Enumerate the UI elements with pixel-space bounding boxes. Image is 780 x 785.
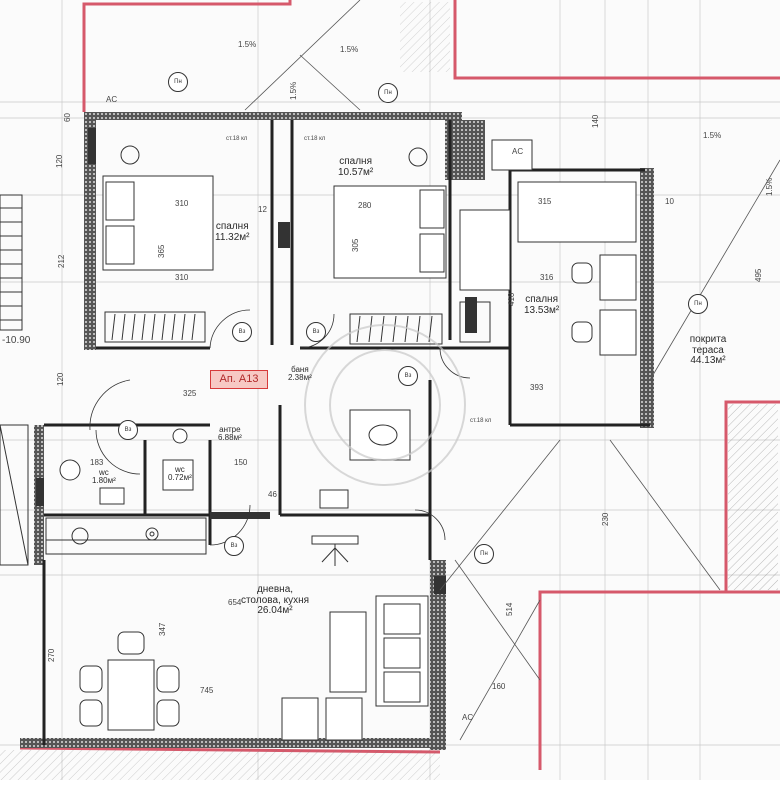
room-entrance: антре 6.88м² [218,425,242,443]
dimension-label: 347 [158,622,167,636]
dimension-label: 60 [63,113,72,122]
bed-3 [459,181,637,356]
slope-label: 1.5% [340,45,359,54]
dimension-label: 745 [200,686,214,695]
marker-ac: AC [106,95,118,104]
exterior-walls [20,112,654,750]
slope-label: 1.5% [238,40,257,49]
dimension-label: 310 [175,273,189,282]
room-area: 13.53м² [524,304,560,316]
dimension-label: 183 [90,458,104,467]
room-area: 2.38м² [288,373,312,383]
marker-ac: AC [462,713,474,722]
dimension-label: 160 [492,682,506,691]
dimension-label: 120 [56,372,65,386]
room-area: 26.04м² [257,605,293,616]
dimension-label: 305 [351,238,360,252]
watermark-logo [304,324,466,486]
room-bedroom-3: спалня 13.53м² [524,294,560,316]
pipe-label: ст.18 кл [304,136,326,142]
dimension-label: 325 [183,389,197,398]
dimension-label: 365 [157,244,166,258]
interior-walls [42,120,650,745]
marker-ac: AC [512,147,524,156]
room-area: 44.13м² [690,355,726,366]
room-area: 11.32м² [215,231,250,243]
marker-vz: Вз [232,322,252,342]
dimension-label: 12 [258,205,267,214]
dining-table [79,631,180,731]
room-wc-2: wc 0.72м² [168,465,192,483]
dimension-label: 150 [234,458,248,467]
marker-vz: Вз [306,322,326,342]
dimension-label: 140 [591,114,600,128]
level-label: -10.90 [2,335,31,346]
room-name: спалня [525,294,558,305]
dimension-label: 310 [175,199,189,208]
room-bedroom-1: спалня 11.32м² [215,221,250,243]
marker-vz: Вз [398,366,418,386]
dimension-label: 495 [754,268,763,282]
columns [36,128,477,594]
slope-lines [244,0,780,741]
room-name: антре [219,425,241,434]
room-name: спалня [339,156,372,167]
room-name: покрита тераса [689,334,727,356]
room-area: 10.57м² [338,166,374,178]
room-area: 0.72м² [168,473,192,483]
pipe-label: ст.18 кл [226,136,248,142]
marker-vz: Вз [118,420,138,440]
door-swings [89,309,471,546]
slope-label: 1.5% [765,177,774,196]
dimension-label: 410 [507,292,516,306]
bathroom-fixtures [59,139,533,509]
dimension-label: 230 [601,512,610,526]
dimension-label: 212 [57,254,66,268]
room-bedroom-2: спалня 10.57м² [338,156,374,178]
marker-pn: Пн [378,83,398,103]
pipe-label: ст.18 кл [470,418,492,424]
sofa [281,535,429,741]
room-wc-1: wc 1.80м² [92,468,116,486]
dimension-label: 270 [47,648,56,662]
room-name: wc [98,468,109,477]
dimension-label: 315 [538,197,552,206]
kitchen-counter [45,517,207,555]
marker-pn: Пн [474,544,494,564]
room-name: wc [174,465,185,474]
room-bath: баня 2.38м² [288,365,312,383]
slope-label: 1.5% [703,131,722,140]
dimension-label: 654 [228,598,242,607]
marker-pn: Пн [168,72,188,92]
slope-label: 1.5% [289,81,298,100]
room-living: дневна, столова, кухня 26.04м² [240,584,310,617]
apartment-label: Ап. А13 [210,370,268,389]
staircase [0,194,29,566]
dimension-label: 120 [55,154,64,168]
wardrobe-2 [349,147,491,345]
dimension-label: 316 [540,273,554,282]
marker-pn: Пн [688,294,708,314]
dimension-label: 46 [268,490,277,499]
room-area: 6.88м² [218,433,242,443]
bed-2 [333,185,447,279]
dimension-label: 280 [358,201,372,210]
bed-1 [102,175,214,271]
room-terrace: покрита тераса 44.13м² [678,334,738,367]
room-name: дневна, столова, кухня [240,584,310,606]
wardrobe-1 [104,145,206,343]
room-area: 1.80м² [92,476,116,486]
marker-vz: Вз [224,536,244,556]
dimension-label: 10 [665,197,674,206]
dimension-label: 393 [530,383,544,392]
room-name: спалня [215,221,249,232]
dimension-label: 514 [505,602,514,616]
room-name: баня [291,365,309,374]
